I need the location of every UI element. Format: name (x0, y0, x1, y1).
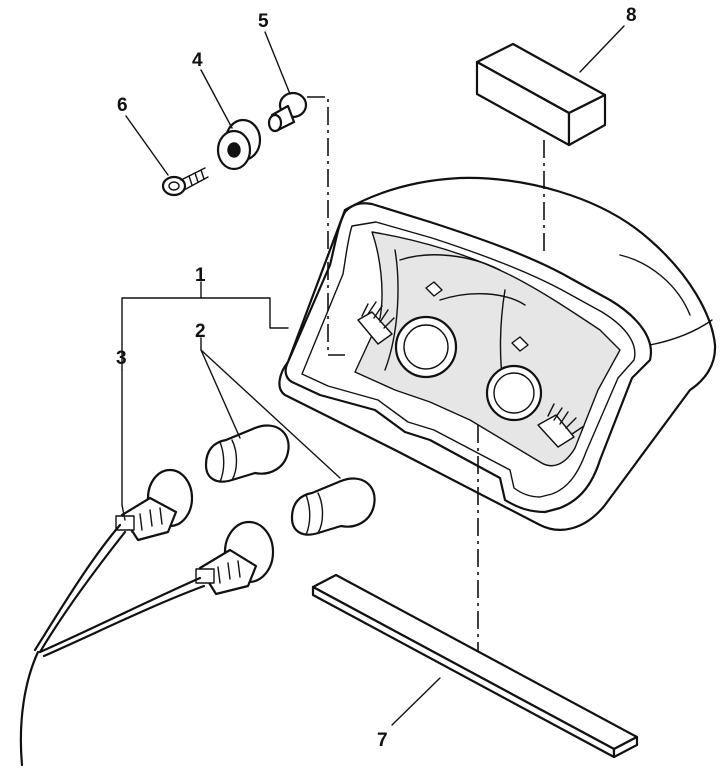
lamp-housing (278, 176, 717, 531)
part-6-screw (161, 167, 209, 197)
callout-3: 3 (116, 348, 127, 369)
terminal-left (357, 301, 395, 345)
part-5-collar (267, 91, 308, 133)
part-8-pad (475, 42, 607, 147)
part-4-grommet (216, 118, 262, 171)
callout-5: 5 (258, 11, 269, 32)
callout-4: 4 (192, 50, 203, 71)
callout-6: 6 (117, 95, 128, 116)
callouts: 1 2 3 4 5 6 7 8 (116, 5, 637, 751)
part-7-strip (311, 573, 639, 759)
callout-2: 2 (195, 321, 206, 342)
part-2-bulb-upper (204, 424, 290, 483)
leader-lines (121, 25, 625, 726)
callout-1: 1 (195, 265, 206, 286)
callout-7: 7 (377, 730, 388, 751)
callout-8: 8 (626, 5, 637, 26)
terminal-right (537, 403, 585, 448)
part-2-bulb-lower (290, 477, 376, 536)
part-3-socket-harness (19, 468, 275, 767)
assembly-lines (307, 96, 545, 665)
